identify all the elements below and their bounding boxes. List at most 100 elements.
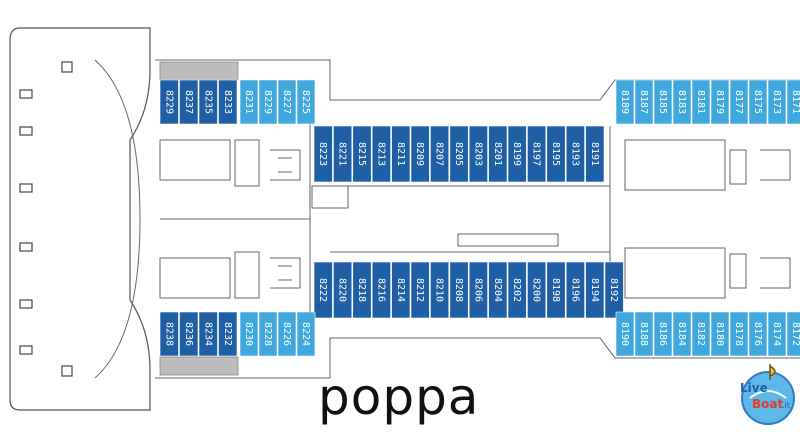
cabin-8210[interactable] [430, 261, 450, 319]
cabin-8173[interactable] [767, 79, 787, 125]
cabin-8218[interactable] [352, 261, 372, 319]
cabin-8199[interactable] [507, 125, 527, 183]
cabin-8211[interactable] [391, 125, 411, 183]
cabin-8187[interactable] [634, 79, 654, 125]
cabin-8203[interactable] [468, 125, 488, 183]
cabin-8190[interactable] [615, 311, 635, 357]
cabin-8220[interactable] [333, 261, 353, 319]
cabin-label-8187: 8187 [638, 90, 649, 114]
cabin-label-8174: 8174 [771, 322, 782, 346]
cabin-label-8210: 8210 [434, 278, 445, 302]
cabin-8232[interactable] [218, 311, 238, 357]
cabin-label-8227: 8227 [281, 90, 292, 114]
cabin-label-8180: 8180 [714, 322, 725, 346]
cabin-8194[interactable] [585, 261, 605, 319]
cabin-label-8236: 8236 [183, 322, 194, 346]
cabin-8235[interactable] [198, 79, 218, 125]
cabin-label-8207: 8207 [434, 142, 445, 166]
cabin-8181[interactable] [691, 79, 711, 125]
cabin-8197[interactable] [527, 125, 547, 183]
cabin-8184[interactable] [672, 311, 692, 357]
cabin-label-8202: 8202 [511, 278, 522, 302]
cabin-8200[interactable] [527, 261, 547, 319]
cabin-label-8235: 8235 [202, 90, 213, 114]
cabin-8171[interactable] [786, 79, 800, 125]
cabin-8191[interactable] [585, 125, 605, 183]
cabin-label-8191: 8191 [589, 142, 600, 166]
cabin-8234[interactable] [198, 311, 218, 357]
cabin-8174[interactable] [767, 311, 787, 357]
cabin-8204[interactable] [488, 261, 508, 319]
cabin-label-8216: 8216 [375, 278, 386, 302]
cabin-label-8188: 8188 [638, 322, 649, 346]
cabin-8172[interactable] [786, 311, 800, 357]
cabin-8196[interactable] [565, 261, 585, 319]
cabin-8214[interactable] [391, 261, 411, 319]
cabin-label-8192: 8192 [608, 278, 619, 302]
cabin-label-8184: 8184 [676, 322, 687, 346]
cabin-8189[interactable] [615, 79, 635, 125]
cabin-label-8203: 8203 [472, 142, 483, 166]
cabin-8209[interactable] [410, 125, 430, 183]
cabin-8238[interactable] [159, 311, 179, 357]
cabin-8237[interactable] [179, 79, 199, 125]
cabin-8225[interactable] [296, 79, 316, 125]
cabin-8226[interactable] [277, 311, 297, 357]
cabin-8212[interactable] [410, 261, 430, 319]
cabin-8202[interactable] [507, 261, 527, 319]
cabin-8195[interactable] [546, 125, 566, 183]
cabin-8208[interactable] [449, 261, 469, 319]
cabin-8222[interactable] [313, 261, 333, 319]
cabin-label-8212: 8212 [414, 278, 425, 302]
cabin-8198[interactable] [546, 261, 566, 319]
cabin-8205[interactable] [449, 125, 469, 183]
cabin-8177[interactable] [729, 79, 749, 125]
cabin-label-8190: 8190 [619, 322, 630, 346]
cabin-8236[interactable] [179, 311, 199, 357]
cabin-label-8193: 8193 [569, 142, 580, 166]
cabin-8229[interactable] [159, 79, 179, 125]
cabin-8185[interactable] [653, 79, 673, 125]
cabin-8186[interactable] [653, 311, 673, 357]
cabin-8215[interactable] [352, 125, 372, 183]
cabin-8193[interactable] [565, 125, 585, 183]
liveboat-logo: Live Boat .it [740, 364, 795, 425]
stern-caption: poppa [318, 368, 480, 426]
cabin-label-8229: 8229 [163, 90, 174, 114]
cabin-8213[interactable] [371, 125, 391, 183]
cabin-8230[interactable] [239, 311, 259, 357]
cabin-8183[interactable] [672, 79, 692, 125]
cabin-label-8234: 8234 [202, 322, 213, 346]
cabin-8182[interactable] [691, 311, 711, 357]
cabin-8206[interactable] [468, 261, 488, 319]
cabin-8224[interactable] [296, 311, 316, 357]
cabin-8180[interactable] [710, 311, 730, 357]
cabin-8216[interactable] [371, 261, 391, 319]
cabin-8188[interactable] [634, 311, 654, 357]
cabin-8192[interactable] [604, 261, 624, 319]
cabin-8176[interactable] [748, 311, 768, 357]
cabin-label-8229: 8229 [262, 90, 273, 114]
cabin-8175[interactable] [748, 79, 768, 125]
cabin-label-8225: 8225 [300, 90, 311, 114]
cabin-8231[interactable] [239, 79, 259, 125]
cabin-8201[interactable] [488, 125, 508, 183]
cabin-8233[interactable] [218, 79, 238, 125]
cabin-label-8211: 8211 [395, 142, 406, 166]
cabin-8207[interactable] [430, 125, 450, 183]
cabin-label-8179: 8179 [714, 90, 725, 114]
cabin-label-8189: 8189 [619, 90, 630, 114]
cabin-8223[interactable] [313, 125, 333, 183]
cabin-8227[interactable] [277, 79, 297, 125]
cabin-label-8238: 8238 [163, 322, 174, 346]
cabin-8228[interactable] [258, 311, 278, 357]
cabin-8229[interactable] [258, 79, 278, 125]
cabin-8178[interactable] [729, 311, 749, 357]
grey-cabins [159, 61, 239, 376]
cabin-label-8214: 8214 [395, 278, 406, 302]
cabin-label-8228: 8228 [262, 322, 273, 346]
cabin-8221[interactable] [333, 125, 353, 183]
cabin-label-8178: 8178 [733, 322, 744, 346]
cabin-8179[interactable] [710, 79, 730, 125]
